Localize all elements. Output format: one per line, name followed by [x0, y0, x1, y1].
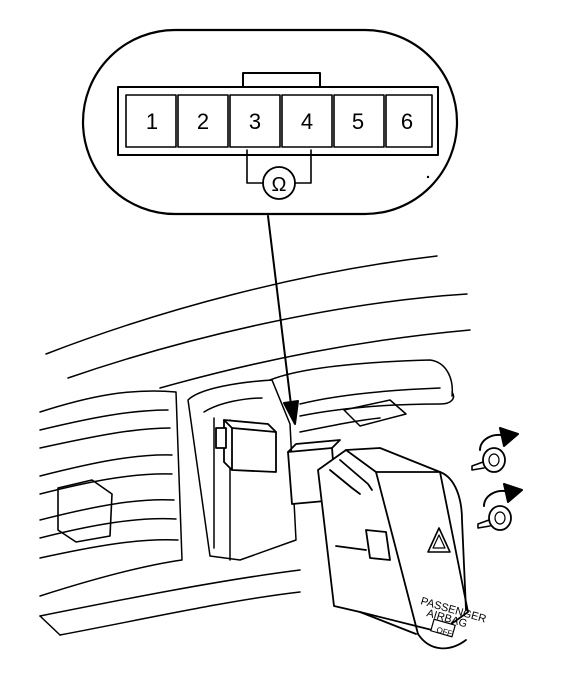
dash-connector: [215, 419, 277, 473]
ohmmeter-circle: [262, 166, 296, 200]
right-vent-housing: [269, 359, 454, 397]
right-vent-vane: [343, 399, 407, 427]
switch-label-off: OFF: [435, 625, 453, 638]
screw-icon: [471, 447, 506, 473]
connector-latch: [242, 72, 321, 88]
ohm-symbol: Ω: [272, 174, 287, 196]
dashboard-panel: [39, 255, 471, 636]
curved-arrow-icon: [479, 427, 519, 451]
screw-lower: [477, 483, 523, 531]
pointer-arrow: [267, 215, 299, 425]
pin-3-label: 3: [249, 109, 261, 134]
screw-upper: [471, 427, 519, 473]
left-vent-frame: [39, 390, 183, 597]
left-vent-louvers: [39, 409, 179, 559]
pin-5-label: 5: [352, 109, 364, 134]
switch-clip: [365, 529, 391, 561]
vent-vane-knob: [57, 479, 113, 543]
screw-icon: [477, 505, 512, 531]
curved-arrow-icon: [483, 483, 523, 507]
callout-border: [81, 28, 459, 216]
pin-cells: [125, 94, 433, 148]
connector-face: 1 2 3 4 5 6: [117, 72, 439, 156]
ohmmeter-leads: [246, 149, 312, 184]
connector-callout: 1 2 3 4 5 6 Ω: [81, 28, 459, 216]
pin-2-label: 2: [197, 109, 209, 134]
pin-labels: 1 2 3 4 5 6: [146, 109, 413, 134]
ohmmeter: Ω: [262, 166, 296, 200]
pin-4-label: 4: [301, 109, 313, 134]
passenger-airbag-switch: PASSENGER AIRBAG OFF: [287, 439, 488, 650]
pin-6-label: 6: [401, 109, 413, 134]
hazard-triangle-icon: [427, 527, 451, 553]
pin-1-label: 1: [146, 109, 158, 134]
center-recess: [187, 379, 297, 561]
small-dot: [426, 175, 430, 179]
connector-body: [117, 86, 439, 156]
airbag-off-indicator: OFF: [430, 618, 456, 638]
